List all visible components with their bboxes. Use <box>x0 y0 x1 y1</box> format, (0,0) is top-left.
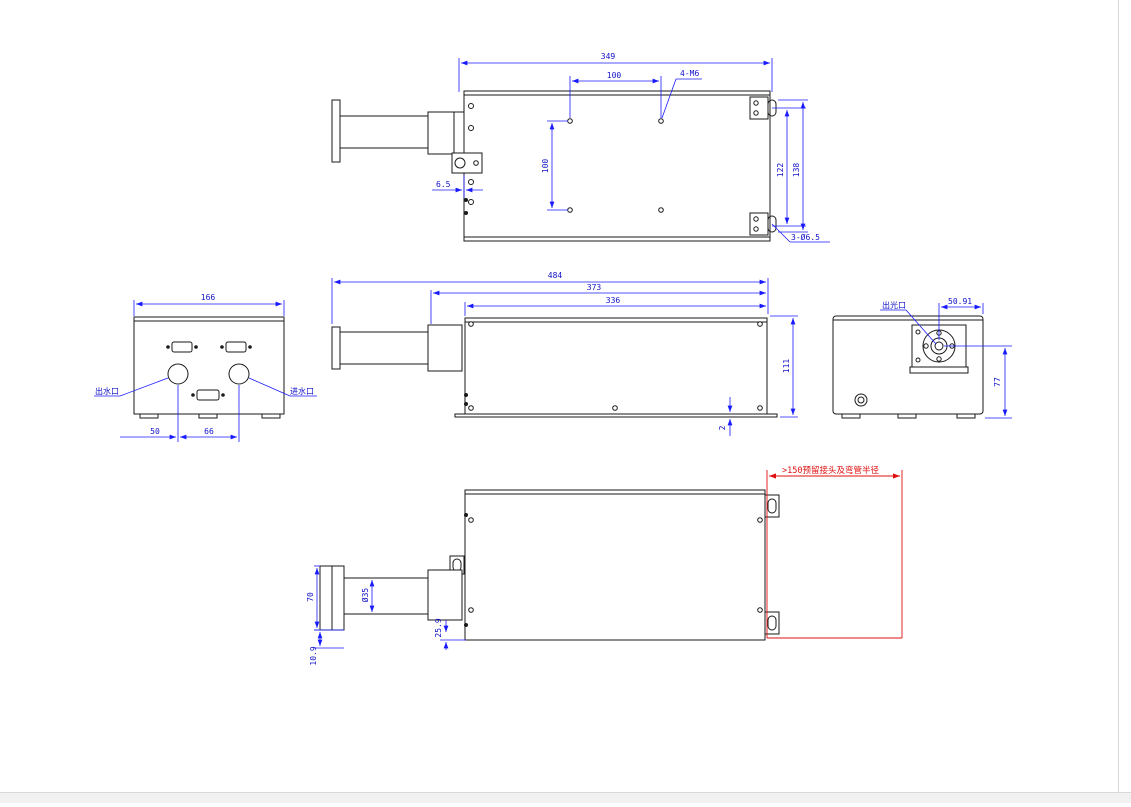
bottom-collar <box>427 569 463 621</box>
bottom-flange <box>319 565 333 631</box>
dim-138-label: 138 <box>792 163 801 178</box>
db-connector-left <box>171 341 193 353</box>
dim-349-label: 349 <box>601 52 616 61</box>
dim-66-label: 66 <box>204 427 214 436</box>
top-right-bracket-lower <box>749 212 769 236</box>
dim-50-91-label: 50.91 <box>948 297 972 306</box>
dim-2-label: 2 <box>718 425 727 430</box>
dim-100-v-label: 100 <box>541 159 550 174</box>
bottom-body <box>464 489 766 641</box>
clearance-note: >150预留接头及弯管半径 <box>782 465 879 476</box>
bottom-tube <box>343 577 429 615</box>
water-inlet-port <box>228 363 250 385</box>
top-tube <box>339 115 429 149</box>
dim-6-5-label: 6.5 <box>436 180 451 189</box>
dim-166-label: 166 <box>201 293 216 302</box>
dim-10-9-label: 10.9 <box>309 646 318 665</box>
viewer-edge-right <box>1118 0 1119 792</box>
dim-484-label: 484 <box>548 271 563 280</box>
top-flange <box>331 99 341 163</box>
top-body <box>463 90 771 242</box>
water-outlet-port <box>167 363 189 385</box>
left-end-view: 166 出水口 进水口 50 66 <box>94 293 317 442</box>
front-body <box>464 317 768 416</box>
dim-373-label: 373 <box>587 283 602 292</box>
front-tube <box>339 331 429 365</box>
bottom-view: 70 Ø35 25.9 10.9 >150预留接头及弯管半径 <box>306 465 903 666</box>
front-flange <box>331 326 341 370</box>
label-light-output: 出光口 <box>882 300 906 310</box>
db-connector-bottom <box>196 389 220 401</box>
viewer-edge-bottom <box>0 792 1131 803</box>
dim-77-label: 77 <box>993 377 1002 387</box>
front-collar <box>427 324 463 372</box>
db-connector-right <box>225 341 247 353</box>
dim-111-label: 111 <box>782 359 791 374</box>
dim-25-9-label: 25.9 <box>434 618 443 637</box>
dim-70-label: 70 <box>306 592 315 602</box>
top-view: 349 100 4-M6 100 6.5 122 138 3-Ø6.5 <box>331 52 830 243</box>
front-base <box>454 413 778 418</box>
note-3-dia-6-5: 3-Ø6.5 <box>791 232 820 242</box>
label-water-outlet: 出水口 <box>95 386 119 396</box>
top-right-bracket-upper <box>749 96 769 120</box>
top-collar <box>427 111 455 155</box>
dim-50-label: 50 <box>150 427 160 436</box>
note-4-m6: 4-M6 <box>680 69 699 78</box>
front-view: 484 373 336 111 2 <box>331 271 798 436</box>
dim-122-label: 122 <box>776 163 785 178</box>
dim-336-label: 336 <box>606 296 621 305</box>
label-water-inlet: 进水口 <box>290 386 314 396</box>
dim-100-h-label: 100 <box>607 71 622 80</box>
right-end-view: 出光口 50.91 77 <box>832 297 1012 419</box>
right-end-knob <box>854 393 868 407</box>
dim-dia-35-label: Ø35 <box>360 588 370 603</box>
